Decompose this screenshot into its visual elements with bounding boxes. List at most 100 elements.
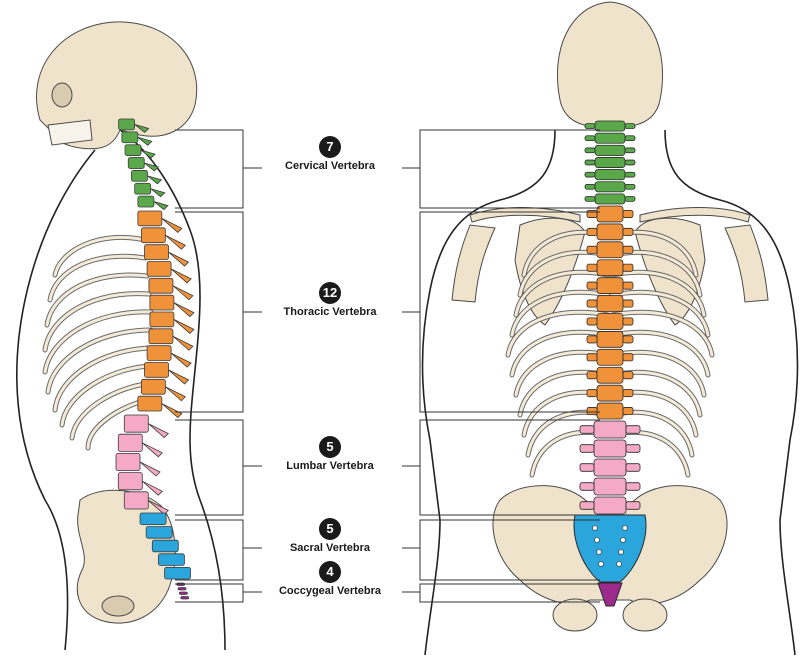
back-transverse-cervical bbox=[584, 196, 596, 202]
back-transverse-thoracic bbox=[622, 281, 634, 290]
side-vertebra-thoracic bbox=[140, 378, 166, 395]
back-transverse-thoracic bbox=[622, 353, 634, 362]
side-vertebra-cervical bbox=[124, 144, 142, 156]
bracket-right-sacral bbox=[419, 519, 600, 581]
back-vertebra-thoracic bbox=[596, 313, 624, 330]
back-vertebra-cervical bbox=[594, 169, 626, 181]
back-transverse-lumbar bbox=[579, 501, 595, 510]
side-vertebra-lumbar bbox=[117, 472, 143, 491]
back-transverse-cervical bbox=[584, 123, 596, 129]
back-transverse-lumbar bbox=[625, 444, 641, 453]
back-rib-right-inner bbox=[610, 330, 710, 377]
hip-socket-side bbox=[101, 595, 135, 617]
count-badge-cervical: 7 bbox=[319, 136, 341, 158]
back-transverse-thoracic bbox=[622, 245, 634, 254]
eye-socket-side bbox=[51, 82, 73, 108]
back-transverse-thoracic bbox=[622, 317, 634, 326]
back-vertebra-thoracic bbox=[596, 241, 624, 259]
side-vertebra-thoracic bbox=[137, 210, 163, 227]
back-transverse-thoracic bbox=[586, 407, 598, 416]
side-process-lumbar bbox=[148, 500, 169, 515]
label-lumbar: 5 Lumbar Vertebra bbox=[255, 436, 405, 472]
side-vertebra-thoracic bbox=[140, 227, 166, 244]
region-name-thoracic: Thoracic Vertebra bbox=[283, 306, 377, 318]
back-vertebra-cervical bbox=[594, 144, 626, 156]
side-spine bbox=[115, 118, 195, 600]
side-vertebra-lumbar bbox=[123, 414, 149, 433]
sacral-foramen bbox=[592, 525, 598, 531]
label-thoracic: 12 Thoracic Vertebra bbox=[255, 282, 405, 318]
back-vertebra-thoracic bbox=[596, 366, 624, 384]
back-vertebra-thoracic bbox=[596, 259, 624, 277]
back-rib-right-inner bbox=[610, 310, 714, 357]
back-transverse-thoracic bbox=[622, 407, 634, 416]
side-process-cervical bbox=[150, 188, 166, 198]
count-badge-lumbar: 5 bbox=[319, 436, 341, 458]
sacral-foramen bbox=[616, 561, 622, 567]
back-transverse-thoracic bbox=[586, 299, 598, 308]
bracket-left-sacral bbox=[175, 519, 244, 581]
back-transverse-thoracic bbox=[586, 353, 598, 362]
back-view-figure bbox=[421, 1, 799, 656]
side-body-outline bbox=[16, 129, 226, 651]
back-transverse-cervical bbox=[584, 147, 596, 154]
side-vertebra-coccygeal bbox=[180, 596, 190, 600]
region-name-lumbar: Lumbar Vertebra bbox=[286, 460, 374, 472]
side-process-cervical bbox=[144, 162, 160, 172]
back-vertebra-cervical bbox=[594, 193, 626, 205]
back-vertebra-thoracic bbox=[596, 384, 624, 402]
region-name-sacral: Sacral Vertebra bbox=[289, 542, 371, 554]
sacral-foramen bbox=[622, 525, 628, 531]
humerus-right bbox=[724, 224, 769, 303]
back-transverse-thoracic bbox=[622, 299, 634, 308]
side-vertebra-sacral bbox=[139, 512, 167, 526]
side-vertebra-coccygeal bbox=[177, 587, 187, 591]
bracket-right-coccygeal bbox=[419, 583, 600, 603]
back-transverse-thoracic bbox=[622, 389, 634, 398]
side-vertebra-lumbar bbox=[117, 433, 143, 452]
back-transverse-cervical bbox=[584, 183, 596, 190]
back-vertebra-thoracic bbox=[596, 402, 624, 420]
count-badge-sacral: 5 bbox=[319, 518, 341, 540]
back-vertebra-thoracic bbox=[596, 331, 624, 348]
back-transverse-cervical bbox=[624, 171, 636, 178]
side-vertebra-cervical bbox=[118, 118, 136, 131]
side-vertebra-coccygeal bbox=[178, 591, 188, 595]
back-spine bbox=[573, 120, 647, 607]
back-transverse-thoracic bbox=[622, 209, 634, 218]
side-process-thoracic bbox=[172, 285, 194, 301]
side-process-cervical bbox=[153, 201, 169, 211]
side-process-cervical bbox=[134, 124, 150, 133]
back-transverse-thoracic bbox=[622, 371, 634, 380]
side-process-thoracic bbox=[165, 234, 187, 250]
back-transverse-cervical bbox=[624, 183, 636, 190]
back-rib-left-inner bbox=[514, 270, 610, 317]
back-transverse-cervical bbox=[584, 135, 596, 142]
back-transverse-thoracic bbox=[586, 227, 598, 236]
side-process-cervical bbox=[147, 175, 163, 185]
back-transverse-cervical bbox=[624, 196, 636, 202]
side-process-cervical bbox=[140, 149, 156, 159]
back-transverse-thoracic bbox=[622, 335, 634, 344]
side-vertebra-sacral bbox=[164, 567, 191, 580]
back-vertebra-lumbar bbox=[593, 458, 627, 477]
side-process-thoracic bbox=[173, 302, 195, 318]
back-transverse-lumbar bbox=[625, 501, 641, 510]
humerus-left bbox=[451, 224, 496, 303]
side-view-figure bbox=[16, 21, 226, 651]
back-rib-left-inner bbox=[514, 350, 610, 397]
label-cervical: 7 Cervical Vertebra bbox=[255, 136, 405, 172]
back-transverse-thoracic bbox=[586, 371, 598, 380]
side-process-thoracic bbox=[170, 268, 192, 284]
side-vertebra-sacral bbox=[151, 539, 179, 553]
side-process-lumbar bbox=[139, 461, 161, 477]
sacral-foramen bbox=[620, 537, 626, 543]
side-vertebra-cervical bbox=[137, 195, 155, 208]
bracket-right-lumbar bbox=[419, 419, 600, 516]
back-rib-left-inner bbox=[510, 290, 610, 337]
skull-side bbox=[36, 21, 198, 150]
back-transverse-lumbar bbox=[625, 482, 641, 491]
side-vertebra-thoracic bbox=[148, 328, 174, 345]
sacral-foramen bbox=[596, 549, 602, 555]
